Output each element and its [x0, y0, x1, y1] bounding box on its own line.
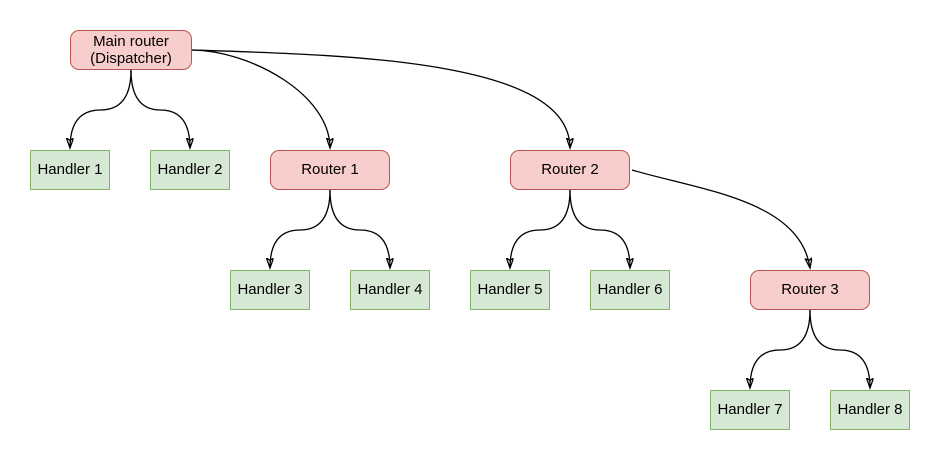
edge-router-2-to-router-3 — [631, 169, 810, 268]
edge-main-router-to-handler-1 — [70, 69, 132, 148]
node-handler-3-label: Handler 3 — [237, 281, 303, 299]
edge-router-1-to-handler-3 — [270, 189, 331, 268]
node-main-router-label: Main router (Dispatcher) — [90, 32, 172, 67]
node-handler-5-label: Handler 5 — [477, 281, 543, 299]
edge-router-2-to-handler-6 — [569, 189, 630, 268]
edge-router-3-to-handler-7 — [750, 309, 811, 388]
edge-main-router-to-router-2 — [191, 49, 570, 148]
edge-router-1-to-handler-4 — [329, 189, 390, 268]
node-router-3: Router 3 — [750, 270, 870, 310]
node-handler-6: Handler 6 — [590, 270, 670, 310]
node-router-2-label: Router 2 — [541, 161, 599, 179]
node-main-router: Main router (Dispatcher) — [70, 30, 192, 70]
node-handler-4-label: Handler 4 — [357, 281, 423, 299]
node-handler-5: Handler 5 — [470, 270, 550, 310]
node-handler-2-label: Handler 2 — [157, 161, 223, 179]
node-handler-6-label: Handler 6 — [597, 281, 663, 299]
node-handler-8: Handler 8 — [830, 390, 910, 430]
node-handler-4: Handler 4 — [350, 270, 430, 310]
node-handler-1-label: Handler 1 — [37, 161, 103, 179]
node-handler-2: Handler 2 — [150, 150, 230, 190]
node-router-3-label: Router 3 — [781, 281, 839, 299]
node-handler-3: Handler 3 — [230, 270, 310, 310]
node-router-1: Router 1 — [270, 150, 390, 190]
edge-router-2-to-handler-5 — [510, 189, 571, 268]
node-handler-7: Handler 7 — [710, 390, 790, 430]
edge-main-router-to-router-1 — [191, 49, 330, 148]
node-handler-8-label: Handler 8 — [837, 401, 903, 419]
node-router-2: Router 2 — [510, 150, 630, 190]
node-router-1-label: Router 1 — [301, 161, 359, 179]
edge-router-3-to-handler-8 — [809, 309, 870, 388]
edge-main-router-to-handler-2 — [130, 69, 190, 148]
node-handler-1: Handler 1 — [30, 150, 110, 190]
node-handler-7-label: Handler 7 — [717, 401, 783, 419]
